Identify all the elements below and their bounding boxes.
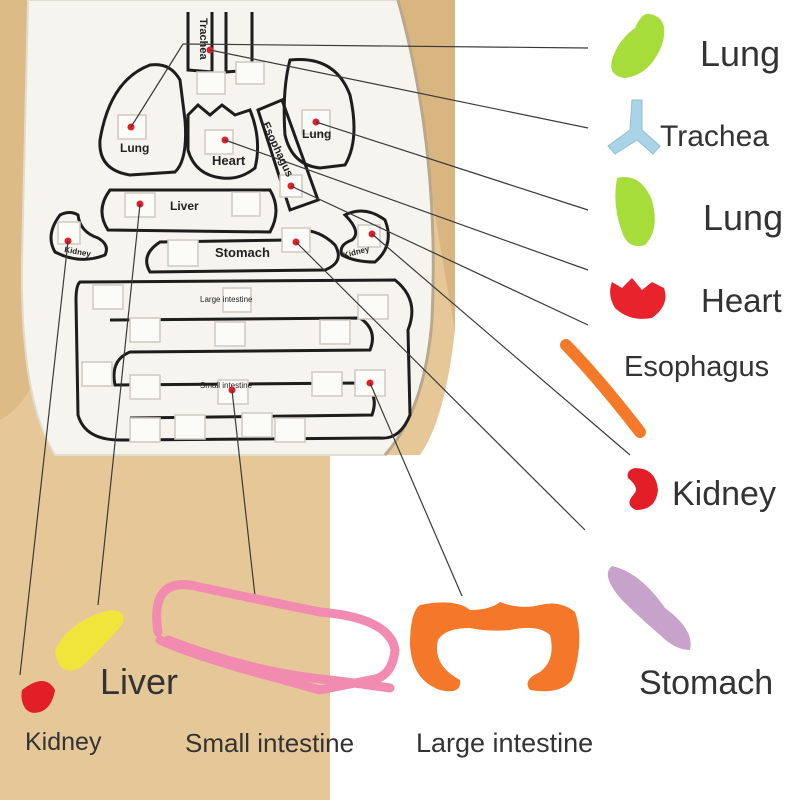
plush-torso: Trachea Lung Lung Heart Esophagus Liver … <box>0 0 455 800</box>
label-small-intestine: Small intestine <box>185 728 354 758</box>
board-label-liver: Liver <box>170 199 199 213</box>
board-label-lung-right: Lung <box>302 127 331 141</box>
velcro-patches <box>57 61 389 443</box>
leader-stomach <box>295 241 586 531</box>
leader-lung-second <box>315 121 589 211</box>
piece-kidney-bottom-icon <box>21 681 55 713</box>
label-stomach: Stomach <box>639 664 773 702</box>
board-label-lung-left: Lung <box>120 141 149 155</box>
label-esophagus: Esophagus <box>624 351 769 383</box>
leader-esophagus <box>290 185 589 326</box>
piece-small-intestine-icon <box>152 580 400 695</box>
label-heart: Heart <box>701 282 782 319</box>
label-trachea: Trachea <box>660 120 769 153</box>
piece-kidney-right-icon <box>627 468 658 510</box>
piece-liver-icon <box>55 610 124 671</box>
piece-stomach-icon <box>607 566 691 650</box>
leader-lines <box>19 43 631 676</box>
label-liver: Liver <box>100 661 178 702</box>
board-outline-heart <box>186 102 260 180</box>
label-kidney-right: Kidney <box>672 475 776 513</box>
board-outline-kidney-right <box>339 209 390 264</box>
board-label-heart: Heart <box>212 153 246 168</box>
piece-lung-top-icon <box>611 13 665 78</box>
leader-kidney-bottom <box>19 240 69 676</box>
board-outline-kidney-left <box>49 211 108 261</box>
piece-heart-icon <box>610 278 666 319</box>
label-lung-top: Lung <box>700 33 780 74</box>
leader-lung-top <box>130 43 184 128</box>
piece-lung-second-icon <box>615 176 655 247</box>
piece-trachea-icon <box>607 99 661 155</box>
board-outline-small-intestine <box>109 316 376 420</box>
board-label-large-intestine: Large intestine <box>200 295 253 304</box>
label-large-intestine: Large intestine <box>416 728 593 758</box>
piece-esophagus-icon <box>560 339 646 438</box>
leader-small-intestine <box>231 389 256 597</box>
board-outline-large-intestine <box>74 278 414 442</box>
board-outline-lung-left <box>98 63 187 177</box>
label-kidney-bottom: Kidney <box>25 728 102 756</box>
piece-large-intestine-icon <box>410 602 580 692</box>
leader-heart <box>224 139 589 271</box>
leader-large-intestine <box>369 382 463 597</box>
board-label-trachea: Trachea <box>197 18 209 60</box>
board-outline-lung-right <box>282 57 356 170</box>
leader-lung-top-ext <box>182 43 589 49</box>
leader-liver <box>97 203 141 606</box>
board-outline-stomach <box>145 228 340 274</box>
leader-trachea <box>209 49 589 129</box>
label-lung-second: Lung <box>703 197 783 238</box>
board-outline-liver <box>100 188 278 234</box>
leader-kidney-right <box>371 233 631 456</box>
board-label-stomach: Stomach <box>215 245 270 260</box>
board-label-small-intestine: Small intestine <box>200 381 253 390</box>
